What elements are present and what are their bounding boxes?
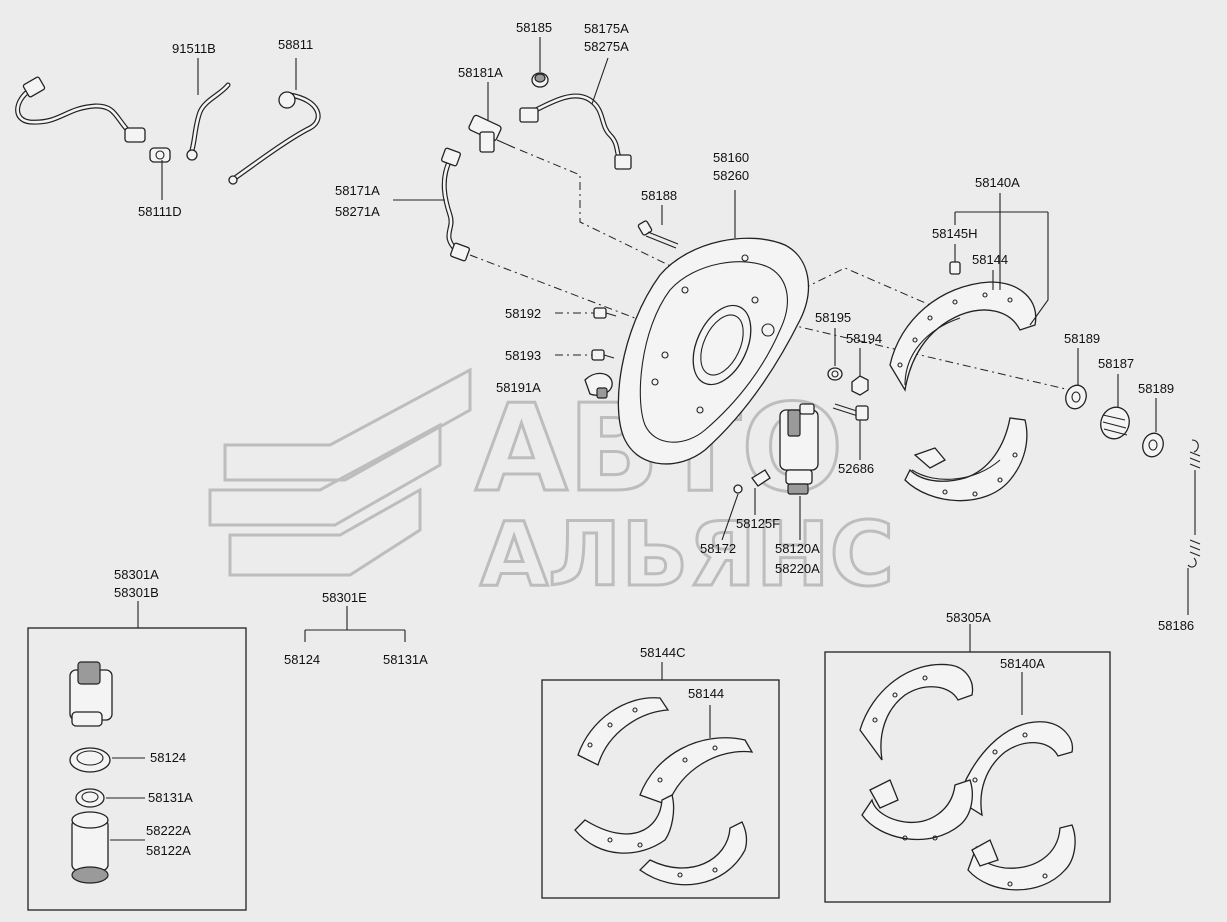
label-58189-a: 58189 bbox=[1064, 331, 1100, 346]
leader-58301e bbox=[304, 606, 406, 642]
label-58185: 58185 bbox=[516, 20, 552, 35]
label-58124-box: 58124 bbox=[150, 750, 186, 765]
bolt-52686 bbox=[832, 403, 869, 421]
brake-tube-58811 bbox=[228, 91, 321, 185]
label-52686: 52686 bbox=[838, 461, 874, 476]
label-58181a: 58181A bbox=[458, 65, 503, 80]
label-58301a: 58301A bbox=[114, 567, 159, 582]
label-58192: 58192 bbox=[505, 306, 541, 321]
kit-box-58305a bbox=[824, 651, 1111, 903]
label-58172: 58172 bbox=[700, 541, 736, 556]
washer-58195 bbox=[827, 367, 843, 381]
label-58125f: 58125F bbox=[736, 516, 780, 531]
label-58275a: 58275A bbox=[584, 39, 629, 54]
bleeder-screw-58125f bbox=[751, 469, 771, 487]
kit-box-58301a bbox=[27, 627, 247, 911]
label-58111d: 58111D bbox=[138, 204, 182, 219]
label-58120a: 58120A bbox=[775, 541, 820, 556]
label-58122a: 58122A bbox=[146, 843, 191, 858]
wheel-speed-sensor-cable bbox=[15, 76, 171, 163]
assembly-line-brake-tube bbox=[469, 254, 641, 321]
brake-linings bbox=[574, 697, 754, 886]
label-58131a-box: 58131A bbox=[148, 790, 193, 805]
brake-tube-58175a bbox=[519, 93, 632, 170]
label-58189-b: 58189 bbox=[1138, 381, 1174, 396]
backing-plate bbox=[617, 237, 810, 465]
label-58140a-box: 58140A bbox=[1000, 656, 1045, 671]
leader-58140a bbox=[954, 193, 1049, 326]
label-58186: 58186 bbox=[1158, 618, 1194, 633]
spring-cup-58189-b bbox=[1142, 432, 1164, 458]
brake-shoe-lower bbox=[904, 417, 1028, 502]
wheel-cylinder bbox=[779, 403, 819, 495]
brake-tube-tee-58181a bbox=[468, 114, 516, 153]
brake-shoe-upper bbox=[889, 281, 1037, 392]
watermark-line2: АЛЬЯНС bbox=[480, 503, 894, 606]
sensor-wire-91511b bbox=[186, 82, 231, 161]
label-58301e: 58301E bbox=[322, 590, 367, 605]
label-58193: 58193 bbox=[505, 348, 541, 363]
bleeder-cap-58185 bbox=[531, 72, 549, 88]
cap-58172 bbox=[733, 484, 743, 494]
plug-58191a bbox=[584, 372, 613, 399]
shoe-hold-pin-58145h bbox=[949, 258, 961, 275]
label-58187: 58187 bbox=[1098, 356, 1134, 371]
label-58160: 58160 bbox=[713, 150, 749, 165]
label-58124-top: 58124 bbox=[284, 652, 320, 667]
label-58301b: 58301B bbox=[114, 585, 159, 600]
leader-58172 bbox=[721, 493, 739, 541]
label-58222a: 58222A bbox=[146, 823, 191, 838]
label-58144c: 58144C bbox=[640, 645, 686, 660]
watermark-logo bbox=[208, 367, 472, 577]
label-58194: 58194 bbox=[846, 331, 882, 346]
bolt-58193 bbox=[591, 349, 615, 361]
label-58305a: 58305A bbox=[946, 610, 991, 625]
label-58145h: 58145H bbox=[932, 226, 978, 241]
bolt-58192 bbox=[593, 307, 617, 319]
wheel-cylinder-kit-parts bbox=[69, 661, 113, 884]
label-58175a: 58175A bbox=[584, 21, 629, 36]
label-58144-box: 58144 bbox=[688, 686, 724, 701]
brake-tube-58171a bbox=[441, 147, 470, 262]
brake-shoe-set bbox=[859, 663, 1076, 891]
label-91511b: 91511B bbox=[172, 41, 216, 56]
nut-58194 bbox=[851, 375, 869, 396]
label-58144-top: 58144 bbox=[972, 252, 1008, 267]
label-58260: 58260 bbox=[713, 168, 749, 183]
label-58131a-top: 58131A bbox=[383, 652, 428, 667]
label-58191a: 58191A bbox=[496, 380, 541, 395]
label-58220a: 58220A bbox=[775, 561, 820, 576]
assembly-line-spring bbox=[769, 319, 1071, 391]
label-58188: 58188 bbox=[641, 188, 677, 203]
assembly-line-shoe bbox=[769, 267, 931, 306]
spring-cup-58189-a bbox=[1065, 384, 1087, 410]
label-58195: 58195 bbox=[815, 310, 851, 325]
label-58271a: 58271A bbox=[335, 204, 380, 219]
part-labels: 91511B 58811 58111D 58185 58175A 58275A … bbox=[114, 20, 1194, 858]
label-58811: 58811 bbox=[278, 37, 313, 52]
spring-58187 bbox=[1100, 406, 1130, 440]
leader-58175a bbox=[591, 57, 609, 105]
label-58171a: 58171A bbox=[335, 183, 380, 198]
kit-box-58144c bbox=[541, 679, 780, 899]
return-spring-58186 bbox=[1187, 439, 1201, 568]
bolt-58188 bbox=[637, 220, 679, 249]
label-58140a-top: 58140A bbox=[975, 175, 1020, 190]
